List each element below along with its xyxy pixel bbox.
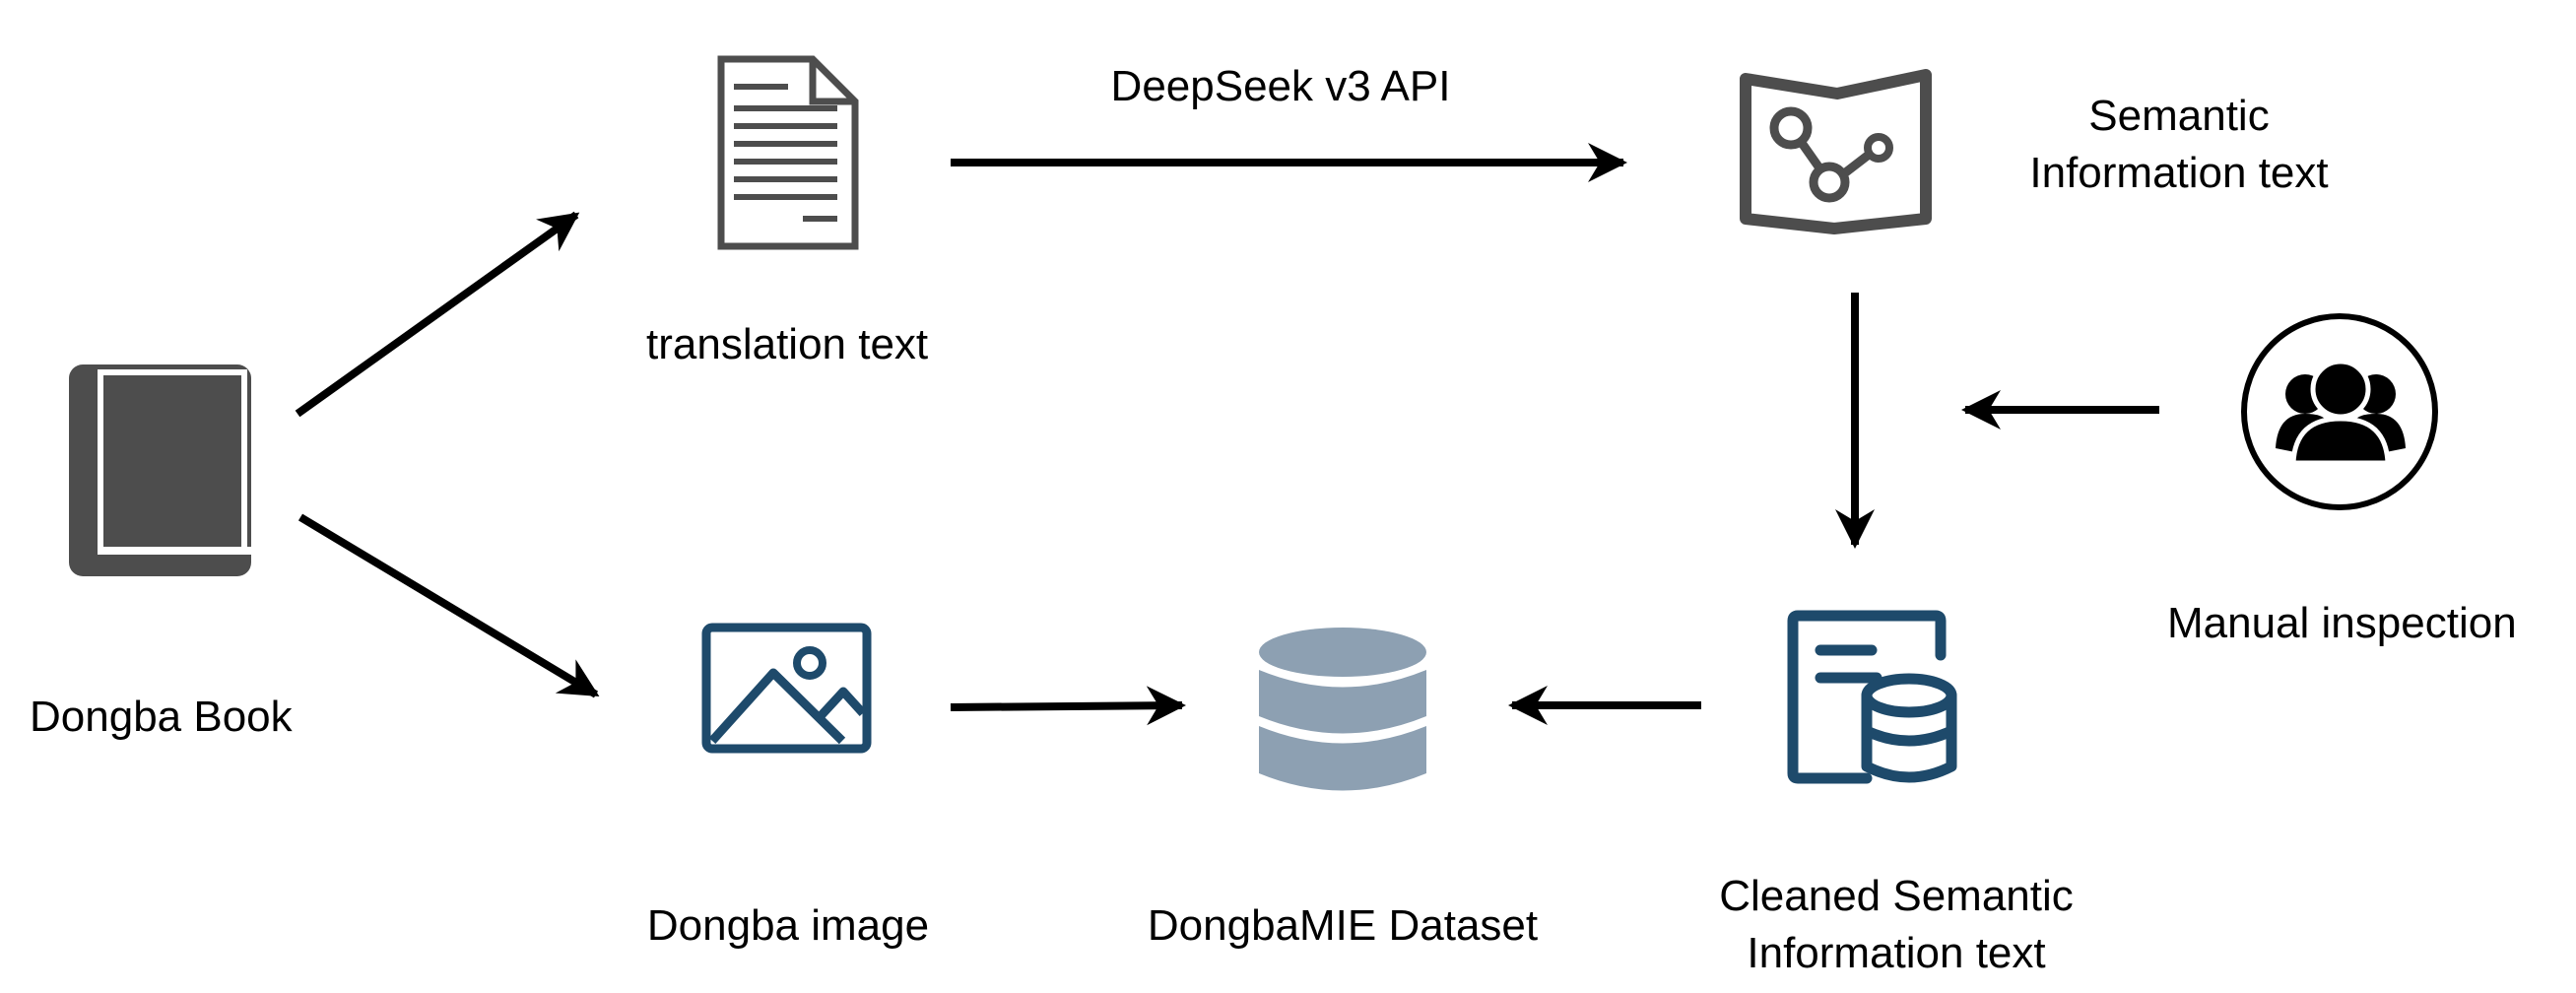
arrow-book-to-image	[297, 513, 600, 698]
arrows	[295, 143, 2159, 726]
picture-icon	[701, 623, 872, 754]
label-dongba-image: Dongba image	[646, 901, 930, 950]
label-dongba-book: Dongba Book	[30, 693, 293, 741]
label-translation-text: translation text	[646, 320, 929, 368]
label-cleaned-line1: Cleaned Semantic	[1719, 872, 2074, 920]
label-api: DeepSeek v3 API	[1110, 62, 1451, 110]
arrow-book-to-translation	[295, 211, 580, 418]
label-semantic-line1: Semantic	[2088, 92, 2270, 140]
label-dataset: DongbaMIE Dataset	[1147, 901, 1539, 950]
map-graph-icon	[1740, 69, 1932, 234]
people-group-icon	[2241, 313, 2438, 510]
label-manual-inspection: Manual inspection	[2167, 599, 2517, 647]
arrow-image-to-dataset	[950, 686, 1186, 726]
file-database-icon	[1787, 610, 1957, 784]
database-icon	[1259, 628, 1426, 791]
document-icon	[717, 55, 859, 250]
label-cleaned-line2: Information text	[1747, 929, 2046, 977]
book-icon	[69, 364, 251, 576]
label-semantic-line2: Information text	[2029, 149, 2329, 197]
